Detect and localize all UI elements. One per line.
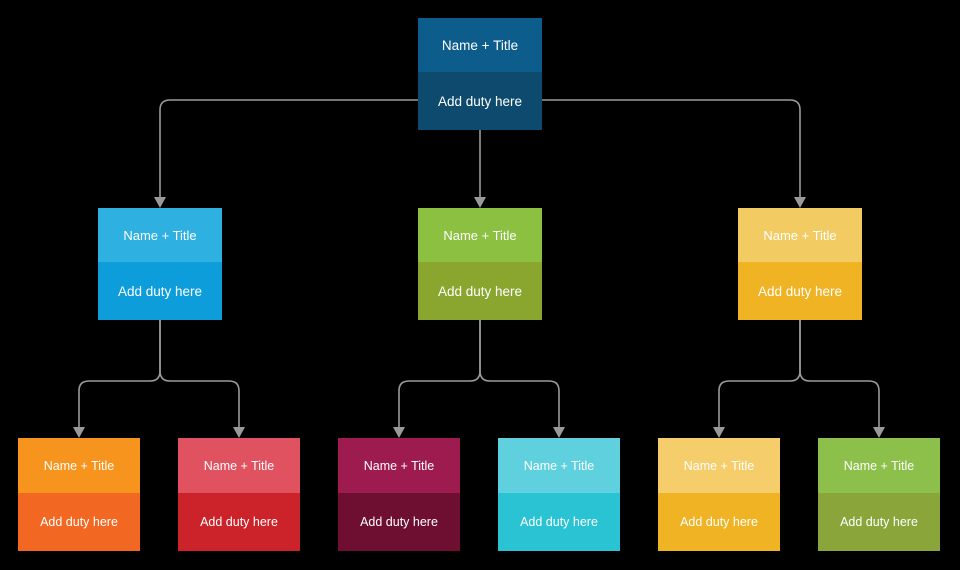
org-node-name-title: Name + Title [418, 208, 542, 262]
org-node-name-title: Name + Title [418, 18, 542, 72]
connector-arrow-l1-right-to-l2-5 [713, 427, 725, 438]
connector-line-root-to-l1-left [159, 99, 418, 197]
org-node-duty: Add duty here [498, 493, 620, 551]
org-node-duty: Add duty here [818, 493, 940, 551]
org-node-name-title: Name + Title [658, 438, 780, 493]
org-node-duty: Add duty here [18, 493, 140, 551]
connector-arrow-l1-left-to-l2-2 [233, 427, 245, 438]
org-node-name-title: Name + Title [738, 208, 862, 262]
org-node-name-title: Name + Title [178, 438, 300, 493]
connector-line-root-to-l1-right [542, 99, 801, 197]
org-node-duty: Add duty here [738, 262, 862, 320]
org-node-duty: Add duty here [178, 493, 300, 551]
org-node-duty: Add duty here [658, 493, 780, 551]
org-node-name-title: Name + Title [498, 438, 620, 493]
connector-line-l1-middle-to-l2-4 [479, 320, 560, 427]
org-node-name-title: Name + Title [338, 438, 460, 493]
org-node-name-title: Name + Title [18, 438, 140, 493]
connector-line-l1-left-to-l2-1 [78, 320, 161, 427]
connector-arrow-l1-middle-to-l2-4 [553, 427, 565, 438]
connector-arrow-l1-right-to-l2-6 [873, 427, 885, 438]
connector-arrow-root-to-l1-right [794, 197, 806, 208]
connector-line-l1-middle-to-l2-3 [398, 320, 481, 427]
org-node-name-title: Name + Title [818, 438, 940, 493]
connector-arrow-root-to-l1-middle [474, 197, 486, 208]
org-node-duty: Add duty here [418, 72, 542, 130]
connector-arrow-l1-middle-to-l2-3 [393, 427, 405, 438]
connector-arrow-l1-left-to-l2-1 [73, 427, 85, 438]
org-node-duty: Add duty here [98, 262, 222, 320]
connector-line-l1-right-to-l2-6 [799, 320, 880, 427]
connector-arrow-root-to-l1-left [154, 197, 166, 208]
connector-line-l1-left-to-l2-2 [159, 320, 240, 427]
org-node-duty: Add duty here [418, 262, 542, 320]
org-node-duty: Add duty here [338, 493, 460, 551]
org-node-name-title: Name + Title [98, 208, 222, 262]
connector-line-l1-right-to-l2-5 [718, 320, 801, 427]
